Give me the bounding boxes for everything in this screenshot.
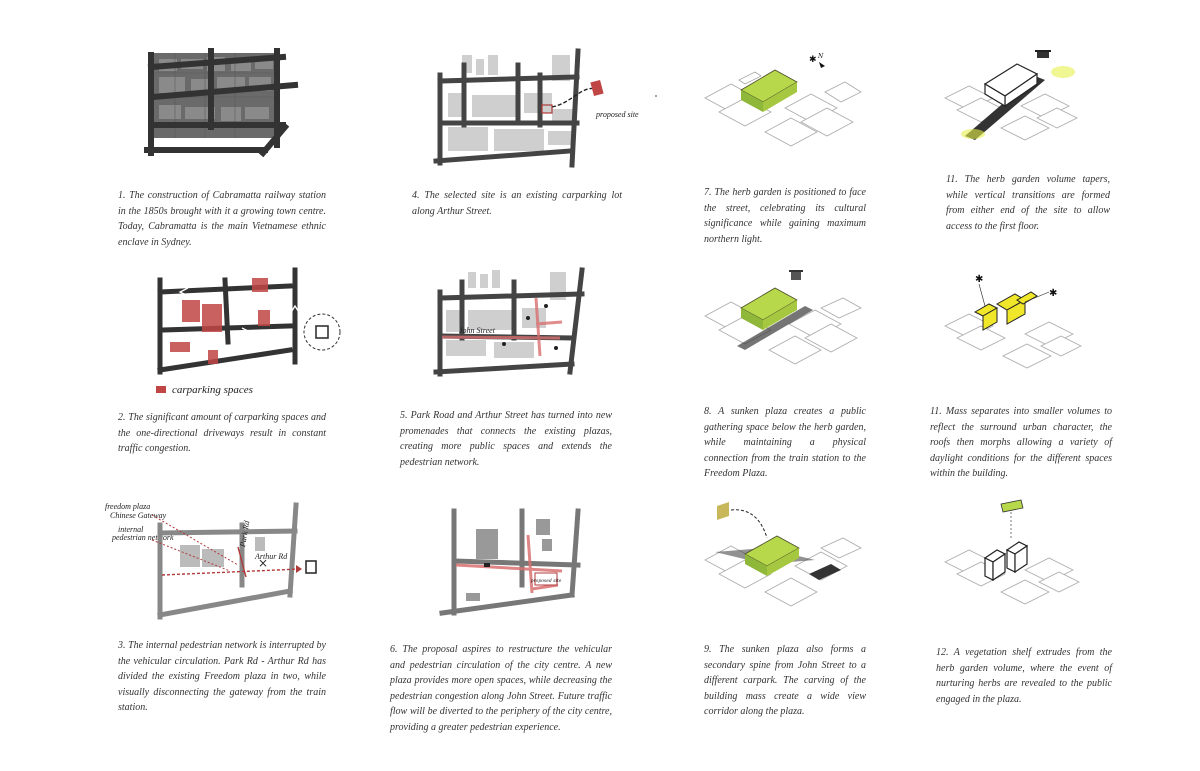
label-pedestrian-network: pedestrian network — [112, 533, 174, 542]
label-chinese-gateway: Chinese Gateway — [110, 511, 167, 520]
map-promenades — [433, 267, 585, 377]
map-pedestrian-network: × — [151, 502, 317, 620]
caption-11: 11. Mass separates into smaller volumes … — [930, 406, 1112, 479]
legend-swatch-red — [156, 386, 166, 393]
label-proposed-site: proposed site — [596, 110, 639, 119]
map-carparking — [157, 267, 341, 375]
north-label: N — [817, 53, 824, 60]
legend-carparking: carparking spaces — [172, 384, 253, 396]
caption-5: 5. Park Road and Arthur Street has turne… — [400, 410, 612, 468]
axo-herb-garden-taper — [944, 50, 1078, 141]
caption-4: 4. The selected site is an existing carp… — [412, 190, 622, 217]
map-selected-site — [433, 48, 657, 168]
map-restructure-circulation: proposed site — [439, 508, 581, 616]
svg-text:×: × — [258, 556, 268, 570]
caption-1: 1. The construction of Cabramatta railwa… — [118, 190, 326, 248]
label-proposed-site-6: proposed site — [531, 578, 562, 584]
caption-2: 2. The significant amount of carparking … — [118, 412, 326, 454]
svg-text:✱: ✱ — [1049, 288, 1057, 299]
axo-mass-separates: ✱ ✱ — [944, 274, 1082, 369]
caption-8: 8. A sunken plaza creates a public gathe… — [704, 406, 866, 479]
map-aerial-town-centre — [144, 48, 299, 158]
axo-herb-garden-position: ✱ N — [704, 53, 862, 147]
axo-sunken-plaza — [704, 270, 862, 365]
label-freedom-plaza: freedom plaza — [105, 502, 151, 511]
caption-10: 11. The herb garden volume tapers, while… — [946, 174, 1110, 232]
caption-12: 12. A vegetation shelf extrudes from the… — [936, 647, 1112, 705]
caption-9: 9. The sunken plaza also forms a seconda… — [704, 644, 866, 717]
caption-6: 6. The proposal aspires to restructure t… — [390, 644, 612, 733]
axo-vegetation-shelf — [944, 499, 1080, 605]
label-john-street: John Street — [459, 326, 495, 335]
caption-7: 7. The herb garden is positioned to face… — [704, 187, 866, 245]
label-arthur-rd: Arthur Rd — [255, 552, 288, 561]
svg-text:✱: ✱ — [809, 55, 817, 65]
svg-text:✱: ✱ — [975, 274, 983, 285]
label-internal: internal — [118, 525, 144, 534]
caption-3: 3. The internal pedestrian network is in… — [118, 640, 326, 713]
axo-secondary-spine — [704, 502, 862, 607]
